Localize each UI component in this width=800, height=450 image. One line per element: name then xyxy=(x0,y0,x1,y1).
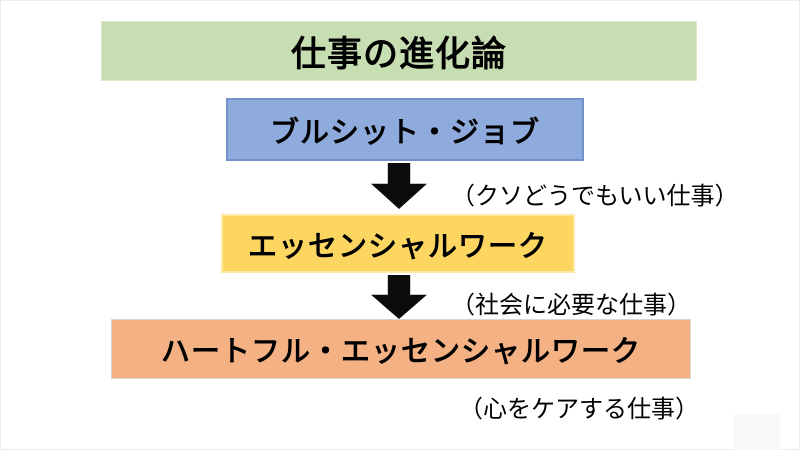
down-arrow-icon xyxy=(371,275,427,319)
diagram-title: 仕事の進化論 xyxy=(290,34,507,74)
annotation-essential-work: （社会に必要な仕事） xyxy=(451,292,691,319)
stage-box-bullshit-job: ブルシット・ジョブ xyxy=(226,98,584,161)
down-arrow-icon xyxy=(371,163,427,209)
watermark-rect xyxy=(733,414,780,450)
annotation-heartful-essential-work: （心をケアする仕事） xyxy=(459,396,699,423)
stage-box-heartful-essential-work: ハートフル・エッセンシャルワーク xyxy=(111,319,691,379)
annotation-bullshit-job: （クソどうでもいい仕事） xyxy=(451,183,739,210)
stage-label: エッセンシャルワーク xyxy=(247,230,548,263)
stage-box-essential-work: エッセンシャルワーク xyxy=(221,214,575,273)
title-box: 仕事の進化論 xyxy=(101,21,697,81)
stage-label: ブルシット・ジョブ xyxy=(269,116,540,149)
stage-label: ハートフル・エッセンシャルワーク xyxy=(160,336,641,368)
